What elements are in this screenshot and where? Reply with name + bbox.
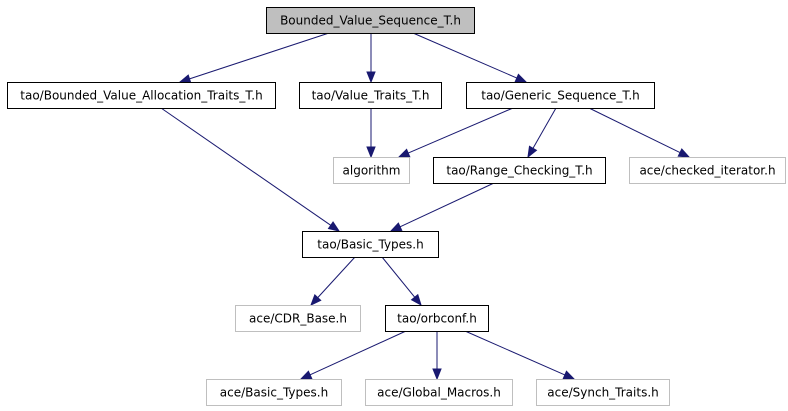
node-label: tao/orbconf.h [397,312,477,326]
node-algorithm: algorithm [333,157,410,184]
nodes-layer: Bounded_Value_Sequence_T.h tao/Bounded_Va… [7,7,786,406]
edge-range-check-to-basic-types [389,182,495,232]
edges-layer [160,32,691,381]
node-range-check[interactable]: tao/Range_Checking_T.h [433,157,606,184]
node-generic-seq[interactable]: tao/Generic_Sequence_T.h [466,82,655,109]
arrowhead-icon [410,293,422,307]
node-box [206,379,342,406]
node-global-macros: ace/Global_Macros.h [365,379,513,406]
edge-line [464,330,566,376]
arrowhead-icon [562,370,576,380]
node-label: tao/Range_Checking_T.h [446,164,592,178]
node-box [365,379,513,406]
arrowhead-icon [432,368,442,381]
node-box [302,231,439,258]
node-box [266,7,475,34]
node-box [433,157,606,184]
node-label: tao/Value_Traits_T.h [312,89,430,103]
edge-orbconf-to-global-macros [432,331,442,381]
node-alloc-traits[interactable]: tao/Bounded_Value_Allocation_Traits_T.h [7,82,276,109]
node-label: ace/CDR_Base.h [249,312,347,326]
edge-basic-types-to-orbconf [381,256,422,307]
node-box [235,305,361,332]
node-checked-iter: ace/checked_iterator.h [629,157,786,184]
node-label: ace/Basic_Types.h [220,386,328,400]
node-label: ace/checked_iterator.h [639,164,775,178]
node-basic-types[interactable]: tao/Basic_Types.h [302,231,439,258]
node-box [466,82,655,109]
edge-generic-seq-to-checked-iter [588,107,691,158]
arrowhead-icon [299,370,313,380]
arrowhead-icon [310,294,322,306]
node-ace-basic-types: ace/Basic_Types.h [206,379,342,406]
edge-generic-seq-to-range-check [527,107,557,159]
arrowhead-icon [677,148,691,158]
edge-line [309,330,407,376]
node-label: tao/Basic_Types.h [317,238,423,252]
edge-generic-seq-to-algorithm [397,107,514,158]
node-label: ace/Synch_Traits.h [547,386,658,400]
node-label: tao/Generic_Sequence_T.h [481,89,640,103]
node-root[interactable]: Bounded_Value_Sequence_T.h [266,7,475,34]
edge-root-to-generic-seq [412,32,528,83]
arrowhead-icon [514,73,528,83]
edge-basic-types-to-cdr-base [310,256,356,306]
edge-line [381,256,416,298]
node-box [385,305,489,332]
node-value-traits[interactable]: tao/Value_Traits_T.h [299,82,442,109]
edge-orbconf-to-synch-traits [464,330,576,380]
node-box [333,157,410,184]
arrowhead-icon [397,148,411,158]
arrowhead-icon [389,222,403,232]
node-orbconf[interactable]: tao/orbconf.h [385,305,489,332]
node-label: Bounded_Value_Sequence_T.h [280,14,461,28]
node-label: ace/Global_Macros.h [377,386,501,400]
edge-line [160,107,332,226]
edge-orbconf-to-ace-basic-types [299,330,407,380]
node-box [536,379,670,406]
arrowhead-icon [527,145,538,159]
arrowhead-icon [327,221,341,232]
edge-line [317,256,356,298]
edge-root-to-alloc-traits [178,32,330,84]
edge-value-traits-to-algorithm [366,108,376,159]
edge-line [412,32,518,79]
arrowhead-icon [366,146,376,159]
node-label: algorithm [343,164,401,178]
node-cdr-base: ace/CDR_Base.h [235,305,361,332]
edge-line [588,107,681,154]
node-box [7,82,276,109]
arrowhead-icon [366,71,376,84]
arrowhead-icon [178,74,192,84]
edge-alloc-traits-to-basic-types [160,107,341,232]
edge-line [189,32,330,80]
node-box [629,157,786,184]
node-label: tao/Bounded_Value_Allocation_Traits_T.h [20,89,262,103]
edge-root-to-value-traits [366,33,376,84]
node-box [299,82,442,109]
node-synch-traits: ace/Synch_Traits.h [536,379,670,406]
edge-line [407,107,514,154]
edge-line [399,182,495,228]
edge-line [532,107,557,149]
